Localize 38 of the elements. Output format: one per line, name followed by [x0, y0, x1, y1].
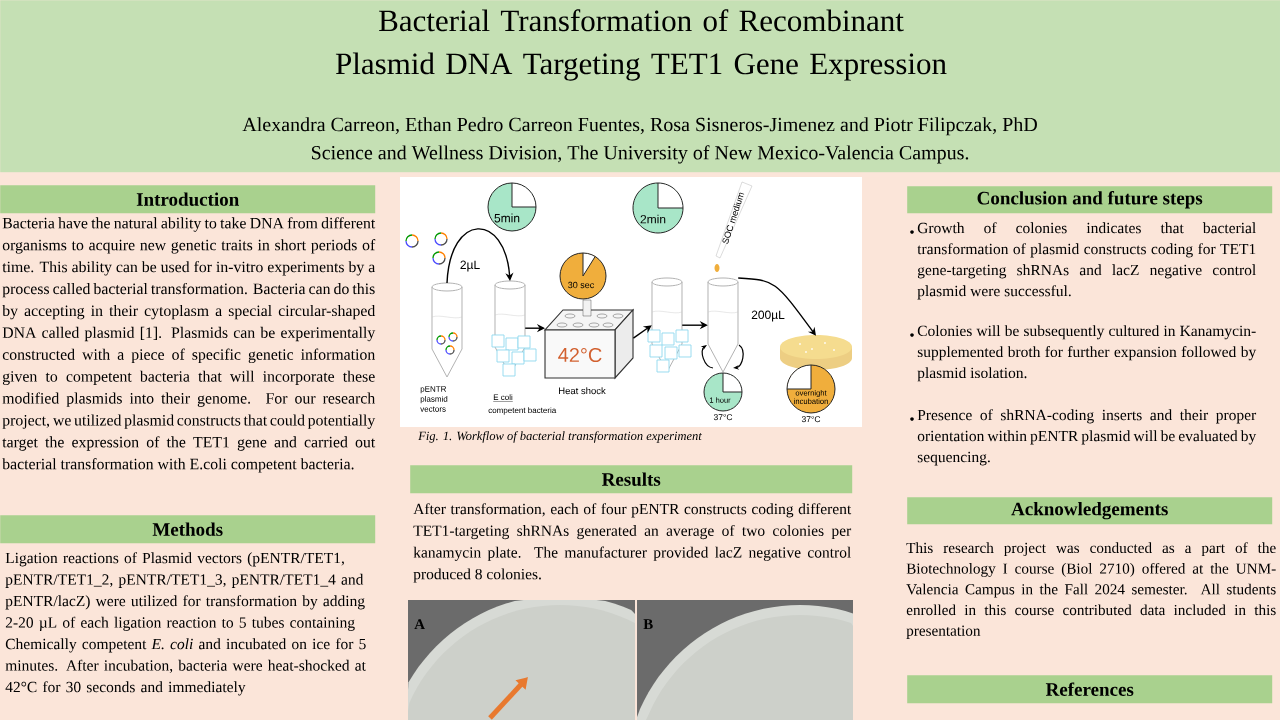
panel-letter: B	[643, 619, 653, 630]
paragraph: This research project was conducted as a part of the Biotechnology I course (Biol 2710) offered at the UNM-Valencia Campus in the Fall 2024 semester. All students enrolled in this course contributed data included in this presentation	[906, 542, 1276, 639]
bullet-text: Growth of colonies indicates that bacterial transformation of plasmid constructs coding for TET1 gene-targeting shRNAs and lacZ negative control plasmid were successful.	[917, 222, 1256, 300]
affiliation: Science and Wellness Division, The University of New Mexico-Valencia Campus.	[311, 145, 969, 164]
paragraph: Ligation reactions of Plasmid vectors (pENTR/TET1, pENTR/TET1_2, pENTR/TET1_3, pENTR/TET1_4 and pENTR/lacZ) were utilized for transformation by adding 2-20 µL of each ligation reaction to 5 tubes containing Chemically competent E. coli and incubated on ice for 5 minutes. After incubation, bacteria were heat-shocked at 42°C for 30 seconds and immediately	[5, 552, 366, 696]
section-header: Acknowledgements	[907, 497, 1273, 525]
section-header: Methods	[0, 515, 376, 544]
author-list: Alexandra Carreon, Ethan Pedro Carreon Fuentes, Rosa Sisneros-Jimenez and Piotr Filipczak, PhD	[242, 117, 1037, 136]
tube-drawing	[431, 282, 463, 378]
section-header: References	[907, 675, 1273, 704]
figure-caption: Fig. 1. Workflow of bacterial transformation experiment	[418, 431, 702, 443]
section-header: Results	[410, 465, 853, 494]
paragraph: After transformation, each of four pENTR constructs coding different TET1-targeting shRNAs generated an average of two colonies per kanamycin plate. The manufacturer provided lacZ negative control produced 8 colonies.	[413, 503, 852, 583]
timer-label: 2min	[640, 214, 666, 224]
temperature-label: 37°C	[713, 414, 733, 421]
pipette-label: SOC medium	[722, 192, 745, 244]
section-header: Conclusion and future steps	[907, 186, 1273, 214]
temperature-label: 37°C	[801, 416, 821, 423]
heat-block-label: Heat shock	[559, 387, 606, 395]
bullet-text: Colonies will be subsequently cultured in Kanamycin-supplemented broth for further expansion followed by plasmid isolation.	[917, 325, 1257, 382]
temperature-label: 42°C	[558, 347, 602, 363]
tube-label: competent bacteria	[488, 407, 557, 415]
timer-label: 5min	[494, 213, 520, 223]
tube-label: pENTR plasmid vectors	[420, 386, 448, 412]
timer-label: 30 sec	[568, 281, 594, 289]
bullet-text: Presence of shRNA-coding inserts and their proper orientation within pENTR plasmid will be evaluated by sequencing.	[917, 409, 1257, 466]
tube-label: E coli	[493, 394, 513, 402]
section-header: Introduction	[0, 185, 376, 214]
tube-drawing	[707, 277, 739, 373]
panel-letter: A	[414, 619, 425, 630]
tube-on-ice-drawing	[647, 277, 692, 373]
poster-title: Bacterial Transformation of Recombinant Plasmid DNA Targeting TET1 Gene Expression	[335, 9, 947, 81]
arrow	[446, 228, 514, 284]
arrow	[737, 277, 816, 336]
tube-on-ice-drawing	[491, 280, 537, 377]
agar-plate-drawing	[780, 335, 852, 370]
paragraph: Bacteria have the natural ability to take DNA from different organisms to acquire new genetic traits in short periods of time. This ability can be used for in-vitro experiments by a process called bacterial transformation. Bacteria can do this by accepting in their cytoplasm a special circular-shaped DNA called plasmid [1]. Plasmids can be experimentally constructed with a piece of specific genetic information given to competent bacteria that will incorporate these modified plasmids into their genome. For our research project, we utilized plasmid constructs that could potentially target the expression of the TET1 gene and carried out bacterial transformation with E.coli competent bacteria.	[2, 217, 376, 473]
arrow	[632, 325, 652, 339]
